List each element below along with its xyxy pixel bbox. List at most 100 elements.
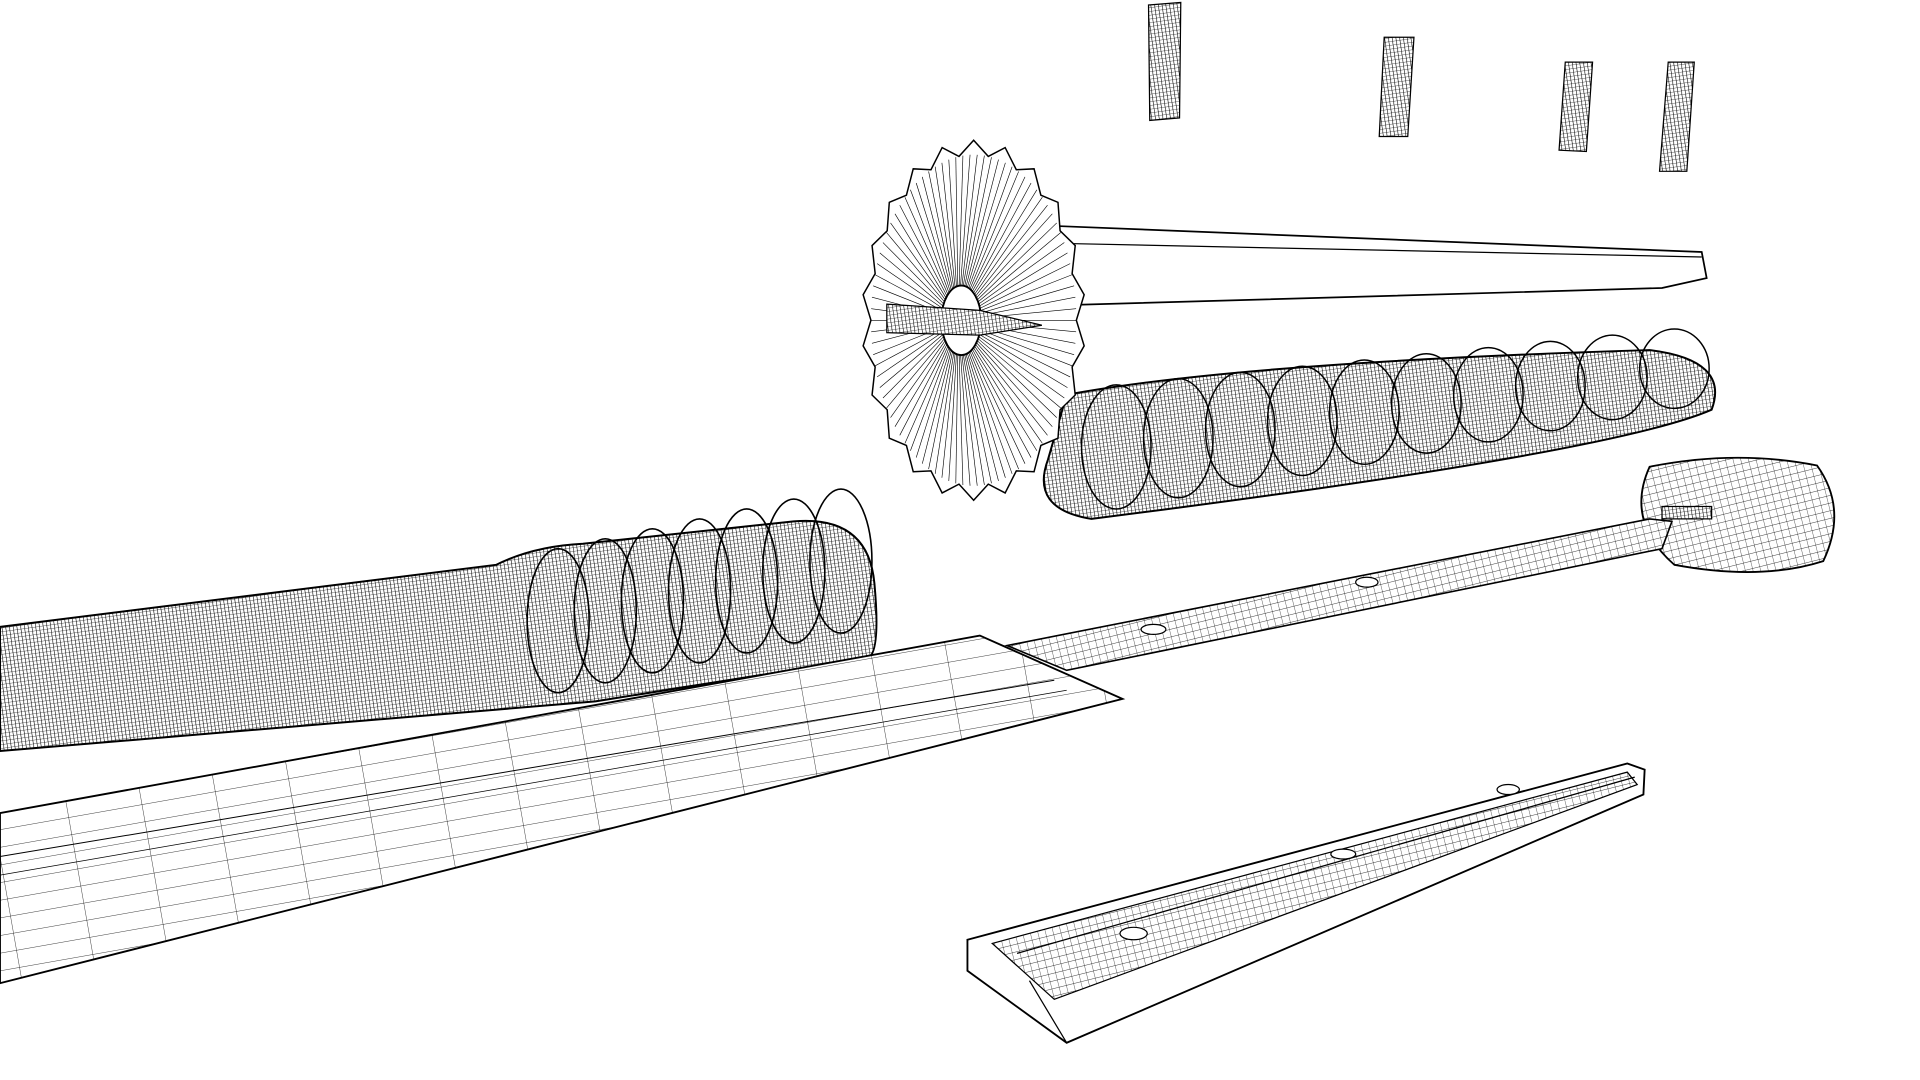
guard-spoke xyxy=(961,154,978,286)
guard-spoke xyxy=(928,171,953,290)
guard-spoke xyxy=(882,242,944,305)
guard-spoke xyxy=(975,205,1048,297)
grip-ring xyxy=(1080,384,1152,510)
scabbard-ring xyxy=(620,528,685,674)
guard-spoke xyxy=(948,159,957,287)
pin-3 xyxy=(1558,61,1594,153)
guard-spoke xyxy=(980,285,1075,314)
guard-spoke xyxy=(934,352,955,474)
guard-spoke xyxy=(941,162,956,288)
guard-spoke xyxy=(968,166,1013,289)
guard-spoke xyxy=(969,351,1019,470)
guard-spoke xyxy=(979,331,1071,378)
guard-spoke xyxy=(977,232,1061,303)
guard-spoke xyxy=(978,336,1065,399)
pommel xyxy=(1640,456,1836,573)
guard-spoke xyxy=(886,232,945,303)
guard-spoke xyxy=(910,189,950,293)
grip-ring xyxy=(1204,371,1276,488)
guard-spoke xyxy=(963,155,985,286)
guard-spoke xyxy=(980,296,1076,316)
guard-spoke xyxy=(976,342,1053,427)
guard-spoke xyxy=(948,353,957,481)
pin-1 xyxy=(1147,1,1182,122)
grip-ring xyxy=(1576,334,1648,421)
guard-spoke xyxy=(876,331,943,378)
guard-spoke xyxy=(968,352,1013,474)
guard-spoke xyxy=(963,354,985,486)
guard-spoke xyxy=(894,342,947,427)
guard-spoke xyxy=(967,162,1006,288)
guard-spoke xyxy=(890,222,946,301)
guard-spoke xyxy=(973,189,1038,294)
rail xyxy=(966,762,1646,1044)
scabbard-ring xyxy=(761,498,826,644)
guard-spoke xyxy=(879,334,944,388)
scabbard xyxy=(0,488,878,753)
guard-spoke xyxy=(977,222,1057,301)
guard-spoke xyxy=(974,345,1043,444)
guard-spoke xyxy=(904,197,949,295)
guard-spoke xyxy=(976,213,1053,299)
guard-spoke xyxy=(965,353,999,482)
grip xyxy=(1042,328,1717,520)
scabbard-ring xyxy=(526,547,590,694)
guard-spoke xyxy=(965,159,999,287)
grip-ring xyxy=(1328,359,1400,466)
guard-spoke xyxy=(980,274,1073,311)
guard-spoke xyxy=(876,263,943,309)
guard-spoke xyxy=(915,348,951,458)
scabbard-ring xyxy=(714,508,779,654)
guard-spoke xyxy=(904,345,949,444)
guard-spoke xyxy=(958,354,964,485)
guard-spoke xyxy=(955,157,959,287)
guard-spoke xyxy=(970,176,1026,291)
scabbard-ring xyxy=(667,518,732,664)
guard-spoke xyxy=(964,157,992,287)
guard-spoke xyxy=(928,351,953,470)
grip-ring xyxy=(1142,377,1214,499)
grip-ring xyxy=(1638,328,1710,410)
guard-spoke xyxy=(915,182,951,292)
guard-spoke xyxy=(941,353,956,478)
guard-spoke xyxy=(967,353,1006,478)
guard-spoke xyxy=(899,344,948,436)
guard-spoke xyxy=(921,350,952,464)
guard-spoke xyxy=(899,205,948,297)
guard-spoke xyxy=(972,348,1032,458)
guard-spoke xyxy=(960,154,971,286)
pin-2 xyxy=(1378,36,1415,138)
guard-spoke xyxy=(958,155,964,286)
guard-spoke xyxy=(978,242,1065,305)
guard-spoke xyxy=(979,263,1071,309)
guard-spoke xyxy=(879,252,944,307)
grip-ring xyxy=(1514,340,1586,432)
pin-4 xyxy=(1658,61,1695,172)
scabbard-ring xyxy=(809,488,873,634)
guard-spoke xyxy=(882,336,944,399)
guard-spoke xyxy=(961,354,978,486)
guard-spoke xyxy=(969,171,1019,290)
grip-ring xyxy=(1390,353,1462,454)
guard-spoke xyxy=(874,274,943,311)
scabbard-ring xyxy=(573,537,638,684)
guard-spoke xyxy=(973,347,1038,451)
guard-spoke xyxy=(894,213,947,299)
guard-spoke xyxy=(980,329,1073,367)
guard-spoke xyxy=(910,347,950,451)
guard-spoke xyxy=(972,182,1032,292)
guard-spoke xyxy=(974,197,1043,295)
guard-spoke xyxy=(955,354,959,484)
guard-spoke xyxy=(970,350,1026,464)
grip-ring xyxy=(1452,346,1524,443)
guard-spoke xyxy=(934,166,955,289)
blade xyxy=(0,634,1126,985)
guard xyxy=(862,139,1085,502)
guard-spoke xyxy=(975,344,1048,436)
guard-spoke xyxy=(964,354,992,484)
tang xyxy=(1004,518,1674,672)
guard-spoke xyxy=(921,176,952,291)
guard-spoke xyxy=(979,252,1068,307)
